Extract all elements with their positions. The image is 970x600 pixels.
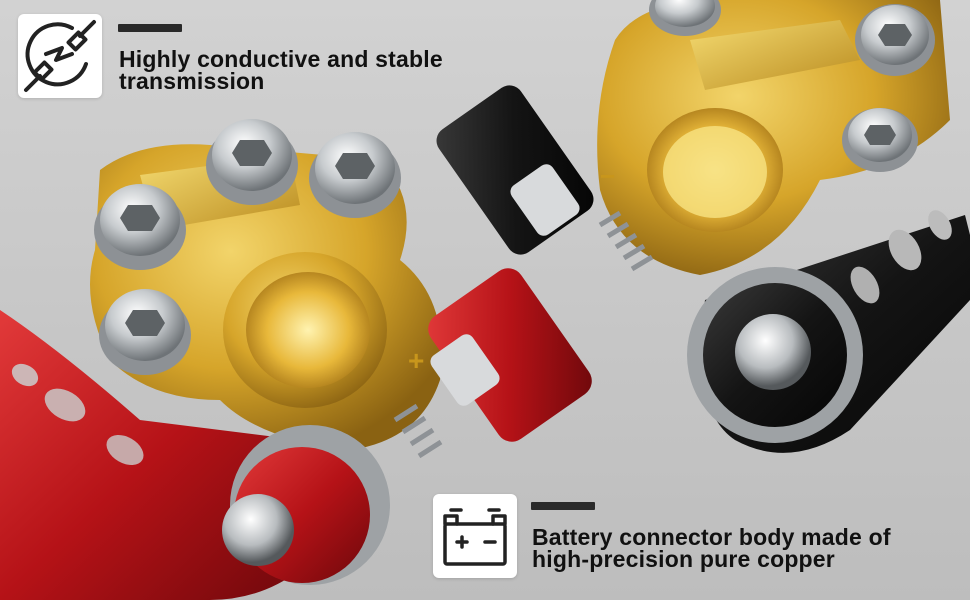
positive-terminal: +: [0, 119, 592, 600]
lightning-plug-icon: [24, 20, 96, 92]
brass-clamp-bar: [690, 20, 860, 90]
arm-hole: [928, 210, 952, 240]
feature-caption: Battery connector body made of high-prec…: [532, 524, 891, 572]
caption-line-2: transmission: [119, 68, 265, 94]
pivot-dome: [735, 314, 811, 390]
hex-bolt: [309, 132, 401, 218]
arm-hole: [106, 434, 144, 466]
hex-bolt: [94, 184, 186, 270]
minus-mark: −: [600, 161, 615, 191]
hex-bolt: [855, 4, 935, 76]
arm-hole: [44, 388, 86, 422]
black-knob: [436, 85, 594, 255]
feature-icon-box: [18, 14, 102, 98]
hex-bolt: [99, 289, 191, 375]
hex-bolt: [649, 0, 721, 36]
arm-hole: [888, 229, 922, 271]
spring: [598, 210, 654, 272]
copper-bore-inner: [246, 272, 370, 388]
arm-hole: [11, 363, 39, 387]
battery-icon: [443, 508, 507, 566]
hex-bolt: [842, 108, 918, 172]
caption-line-1: Battery connector body made of: [532, 524, 891, 550]
accent-bar: [531, 502, 595, 510]
plus-mark: +: [408, 345, 424, 376]
negative-terminal: −: [436, 0, 970, 453]
feature-caption: Highly conductive and stable transmissio…: [119, 46, 443, 94]
red-knob: [428, 268, 592, 442]
copper-bore-inner: [663, 126, 767, 218]
caption-line-1: Highly conductive and stable: [119, 46, 443, 72]
spring: [393, 403, 443, 459]
pivot-dome: [222, 494, 294, 566]
arm-hole: [850, 266, 880, 304]
accent-bar: [118, 24, 182, 32]
caption-line-2: high-precision pure copper: [532, 546, 835, 572]
hex-bolt: [206, 119, 298, 205]
feature-icon-box: [433, 494, 517, 578]
